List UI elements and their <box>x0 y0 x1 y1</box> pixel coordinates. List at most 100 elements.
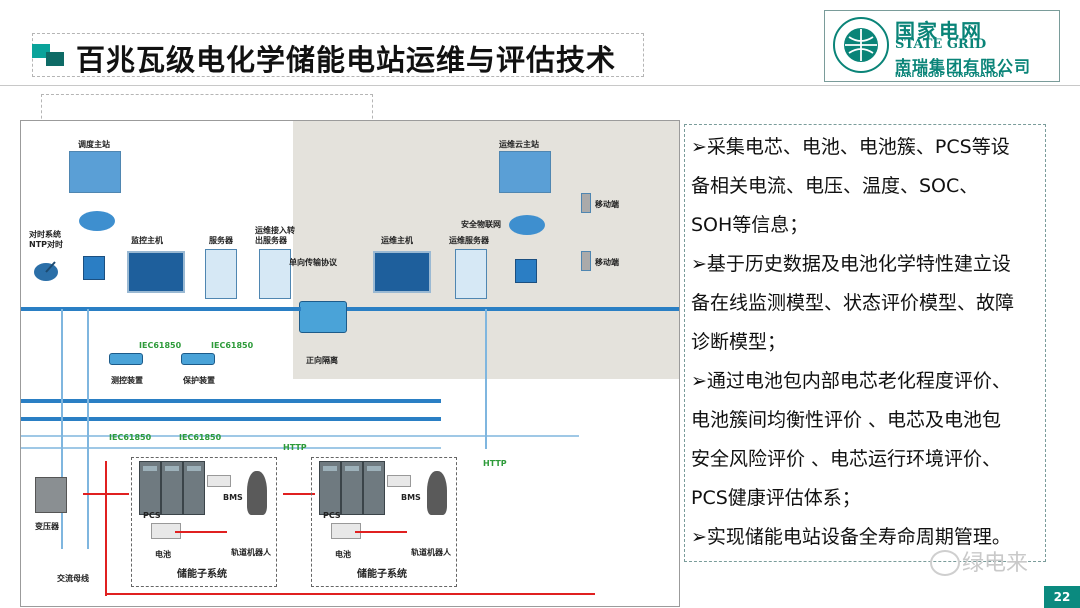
transformer-icon <box>35 477 67 513</box>
rail-robot-icon-1 <box>247 471 267 515</box>
ac-bus-horizontal <box>105 593 595 595</box>
station-bus-right <box>347 307 679 311</box>
label-bms-2: BMS <box>401 493 421 502</box>
monitor-host-icon <box>127 251 185 293</box>
vertical-link-1 <box>61 309 63 549</box>
label-ntp: NTP对时 <box>29 240 64 249</box>
comm-line-1 <box>21 435 579 437</box>
label-iec-3: IEC61850 <box>109 433 152 442</box>
state-grid-emblem-icon <box>833 17 889 73</box>
label-server: 服务器 <box>209 236 233 245</box>
label-ops-access-2: 出服务器 <box>255 236 287 245</box>
label-protect-meas: 测控装置 <box>111 376 143 385</box>
pcs-cabinet-icon-2c <box>363 461 385 515</box>
process-bus-a <box>21 399 441 403</box>
pcs-cabinet-icon-1b <box>161 461 183 515</box>
label-dispatch-master: 调度主站 <box>78 140 110 149</box>
label-pcs-2: PCS <box>323 511 341 520</box>
label-iec-1: IEC61850 <box>139 341 182 350</box>
state-grid-logo: 国家电网 STATE GRID 南瑞集团有限公司 NARI GROUP CORP… <box>824 10 1060 82</box>
label-robot-2: 轨道机器人 <box>411 548 451 557</box>
label-ops-access: 运维接入转 <box>255 226 295 235</box>
pcs-bms-link-2 <box>355 531 407 533</box>
gateway-device-icon <box>83 256 105 280</box>
watermark-text: 绿电来 <box>962 551 1029 576</box>
label-iot: 安全物联网 <box>461 220 501 229</box>
label-ops-host: 运维主机 <box>381 236 413 245</box>
ops-access-server-icon <box>259 249 291 299</box>
measure-control-device-icon <box>109 353 143 365</box>
rail-robot-icon-2 <box>427 471 447 515</box>
logo-cn-name: 国家电网 <box>895 19 983 43</box>
vertical-link-2 <box>87 309 89 549</box>
label-time-sync: 对时系统 <box>29 230 61 239</box>
label-iec-2: IEC61850 <box>211 341 254 350</box>
ac-bus-vertical <box>105 461 107 596</box>
label-bms-1: BMS <box>223 493 243 502</box>
label-battery-1: 电池 <box>155 550 171 559</box>
label-subsystem-1: 储能子系统 <box>177 569 227 580</box>
bullet-line-4: ➢基于历史数据及电池化学特性建立设 <box>691 253 1011 275</box>
bullet-line-9: 安全风险评价 、电芯运行环境评价、 <box>691 448 1002 470</box>
title-square-icon <box>32 44 66 68</box>
logo-sub-en: NARI GROUP CORPORATION <box>895 71 1005 79</box>
label-protection: 保护装置 <box>183 376 215 385</box>
label-ac-bus: 交流母线 <box>57 574 89 583</box>
vertical-link-3 <box>485 309 487 449</box>
bullet-line-1: ➢采集电芯、电池、电池簇、PCS等设 <box>691 136 1010 158</box>
ops-cloud-server-icon <box>499 151 551 193</box>
dispatch-server-cluster-icon <box>69 151 121 193</box>
satellite-dish-icon <box>34 261 58 281</box>
pcs-cabinet-icon-1a <box>139 461 161 515</box>
system-architecture-diagram: 调度主站 对时系统 NTP对时 监控主机 服务器 运维接入转 出服务器 单向传输… <box>20 120 680 607</box>
mobile-device-icon-1 <box>581 193 591 213</box>
label-forward-isolation: 正向隔离 <box>306 356 338 365</box>
bullet-line-10: PCS健康评估体系； <box>691 487 861 509</box>
ops-network-cloud-icon <box>509 215 545 235</box>
ops-server-icon <box>455 249 487 299</box>
pcs-cabinet-icon-1c <box>183 461 205 515</box>
page-title: 百兆瓦级电化学储能电站运维与评估技术 <box>76 43 617 77</box>
power-link-sub1-sub2 <box>283 493 315 495</box>
bullet-line-2: 备相关电流、电压、温度、SOC、 <box>691 175 979 197</box>
label-ops-server: 运维服务器 <box>449 236 489 245</box>
label-transformer: 变压器 <box>35 522 59 531</box>
label-mobile-2: 移动端 <box>595 258 619 267</box>
page-number: 22 <box>1044 586 1080 608</box>
description-text: ➢采集电芯、电池、电池簇、PCS等设 备相关电流、电压、温度、SOC、 SOH等… <box>691 128 1039 557</box>
bullet-line-8: 电池簇间均衡性评价 、电芯及电池包 <box>691 409 1002 431</box>
label-ops-cloud-master: 运维云主站 <box>499 140 539 149</box>
label-oneway: 单向传输协议 <box>289 258 337 267</box>
label-subsystem-2: 储能子系统 <box>357 569 407 580</box>
label-http-2: HTTP <box>483 459 507 468</box>
ops-gateway-icon <box>515 259 537 283</box>
label-pcs-1: PCS <box>143 511 161 520</box>
mobile-device-icon-2 <box>581 251 591 271</box>
label-http-1: HTTP <box>283 443 307 452</box>
bullet-line-5: 备在线监测模型、状态评价模型、故障 <box>691 292 1015 314</box>
network-cloud-icon <box>79 211 115 231</box>
wechat-watermark-icon <box>930 550 960 576</box>
storage-subsystem-1 <box>131 457 277 587</box>
label-iec-4: IEC61850 <box>179 433 222 442</box>
bullet-line-7: ➢通过电池包内部电芯老化程度评价、 <box>691 370 1011 392</box>
label-battery-2: 电池 <box>335 550 351 559</box>
comm-line-2 <box>21 447 441 449</box>
logo-sub-cn: 南瑞集团有限公司 <box>895 57 1032 76</box>
header-divider <box>0 85 1080 86</box>
bms-device-icon-2 <box>387 475 411 487</box>
pcs-cabinet-icon-2b <box>341 461 363 515</box>
bullet-line-6: 诊断模型； <box>691 331 787 353</box>
label-robot-1: 轨道机器人 <box>231 548 271 557</box>
server-icon <box>205 249 237 299</box>
process-bus-b <box>21 417 441 421</box>
protection-device-icon <box>181 353 215 365</box>
pcs-cabinet-icon-2a <box>319 461 341 515</box>
label-mobile-1: 移动端 <box>595 200 619 209</box>
bullet-line-11: ➢实现储能电站设备全寿命周期管理。 <box>691 526 1011 548</box>
label-monitor-host: 监控主机 <box>131 236 163 245</box>
station-bus-left <box>21 307 301 311</box>
title-frame <box>32 33 644 77</box>
bullet-line-3: SOH等信息； <box>691 214 809 236</box>
storage-subsystem-2 <box>311 457 457 587</box>
